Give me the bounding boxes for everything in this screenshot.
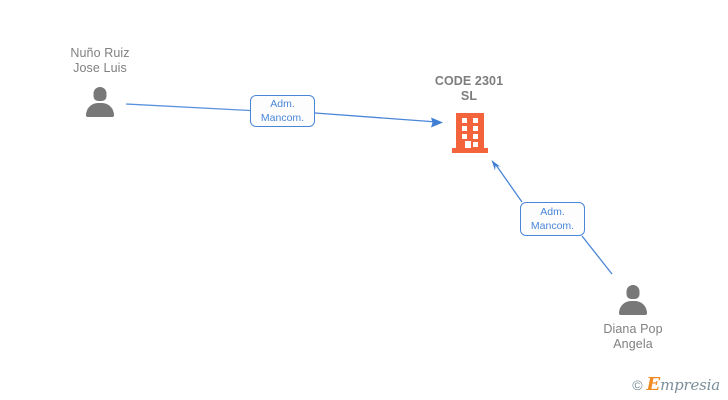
person-head xyxy=(626,285,640,299)
person-body xyxy=(86,103,114,117)
building-window xyxy=(473,118,478,123)
node-label-company-code-2301: CODE 2301 SL xyxy=(434,74,504,103)
relation-label-line-2: Mancom. xyxy=(260,112,305,124)
edge-segment-label-to-company-2 xyxy=(495,164,523,203)
edge-segment-person-to-label-2 xyxy=(581,235,613,275)
brand-wordmark: Empresia xyxy=(646,374,721,395)
copyright-icon: © xyxy=(632,377,643,393)
building-window xyxy=(473,126,478,131)
person-head xyxy=(93,87,107,101)
node-label-person-diana: Diana Pop Angela xyxy=(603,322,663,351)
building-window xyxy=(462,126,467,131)
edge-segment-label-to-company-1 xyxy=(314,112,438,123)
relation-label-box-2[interactable]: Adm. Mancom. xyxy=(520,202,585,236)
building-window xyxy=(462,118,467,123)
node-label-person-nuno: Nuño Ruiz Jose Luis xyxy=(70,46,130,75)
watermark-empresia: © Empresia xyxy=(632,376,720,394)
building-door xyxy=(465,141,471,148)
brand-rest: mpresia xyxy=(660,376,720,394)
edge-segment-person-to-label-1 xyxy=(125,103,251,112)
person-body xyxy=(619,301,647,315)
relation-label-line-1: Adm. xyxy=(270,98,295,110)
relation-label-box-1[interactable]: Adm. Mancom. xyxy=(250,95,315,127)
building-base xyxy=(452,148,488,153)
building-icon[interactable] xyxy=(452,113,488,153)
building-window xyxy=(473,134,478,139)
building-window xyxy=(462,134,467,139)
relation-label-line-2: Mancom. xyxy=(530,220,575,232)
arrowhead-to-company-1 xyxy=(431,117,443,128)
relation-label-line-1: Adm. xyxy=(540,206,565,218)
person-icon[interactable] xyxy=(616,285,650,315)
arrowhead-to-company-2 xyxy=(491,160,500,171)
building-window xyxy=(473,142,478,147)
person-icon[interactable] xyxy=(83,87,117,117)
brand-initial: E xyxy=(646,374,661,395)
